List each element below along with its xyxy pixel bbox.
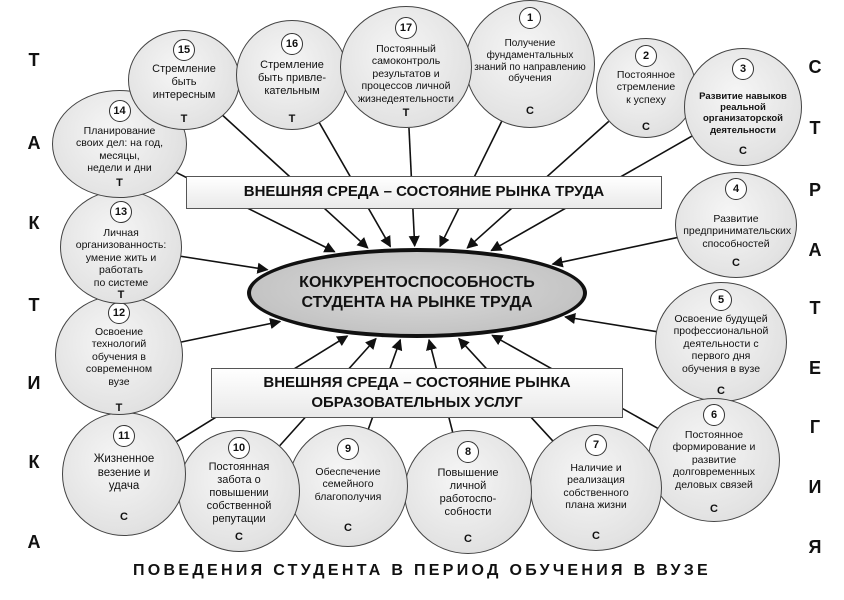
strategy-letter: Р [808, 180, 821, 200]
banner-education-market: ВНЕШНЯЯ СРЕДА – СОСТОЯНИЕ РЫНКА ОБРАЗОВА… [211, 368, 623, 418]
center-line2: СТУДЕНТА НА РЫНКЕ ТРУДА [301, 294, 533, 311]
influence-arrow [177, 254, 269, 274]
factor-number: 12 [108, 302, 130, 324]
center-line1: КОНКУРЕНТОСПОСОБНОСТЬ [299, 274, 535, 291]
factor-tag: Т [115, 402, 123, 414]
tactics-letter: К [28, 452, 40, 472]
tactics-letter: Т [28, 50, 40, 70]
influence-arrow [177, 318, 282, 344]
factor-number: 13 [110, 201, 132, 223]
factor-tag: Т [117, 289, 125, 301]
factor-tag: Т [288, 113, 296, 125]
factor-number: 3 [732, 58, 754, 80]
factor-number: 11 [113, 425, 135, 447]
banner-labor-market: ВНЕШНЯЯ СРЕДА – СОСТОЯНИЕ РЫНКА ТРУДА [186, 176, 662, 209]
factor-number: 16 [281, 33, 303, 55]
influence-arrow [564, 312, 662, 334]
strategy-letter: С [808, 57, 822, 77]
factor-number: 4 [725, 178, 747, 200]
banner-education-line2: ОБРАЗОВАТЕЛЬНЫХ УСЛУГ [311, 394, 523, 411]
factor-number: 14 [108, 100, 131, 122]
tactics-letter: К [28, 213, 40, 233]
factor-tag: С [526, 105, 534, 117]
factor-number: 17 [395, 17, 417, 39]
tactics-letter: Т [28, 295, 40, 315]
strategy-letter: Т [809, 298, 821, 318]
factor-tag: С [739, 145, 747, 157]
factor-tag: С [592, 530, 600, 542]
influence-arrow [551, 235, 685, 268]
banner-labor-market-text: ВНЕШНЯЯ СРЕДА – СОСТОЯНИЕ РЫНКА ТРУДА [243, 183, 605, 200]
factor-tag: С [717, 385, 725, 397]
factor-tag: С [120, 511, 128, 523]
factor-tag: С [642, 121, 650, 133]
factor-tag: С [732, 257, 740, 269]
strategy-letter: Е [808, 358, 821, 378]
factor-tag: С [235, 531, 243, 543]
factor-number: 6 [703, 404, 725, 426]
factor-number: 8 [457, 441, 479, 463]
strategy-letter: И [808, 477, 822, 497]
factor-tag: С [710, 503, 718, 515]
factor-number: 7 [585, 434, 607, 456]
banner-education-line1: ВНЕШНЯЯ СРЕДА – СОСТОЯНИЕ РЫНКА [263, 374, 571, 391]
factor-number: 10 [228, 437, 250, 459]
factor-number: 15 [173, 39, 195, 61]
strategy-letter: Г [809, 417, 821, 437]
factor-tag: С [464, 533, 472, 545]
factor-tag: Т [116, 177, 123, 189]
factor-number: 1 [519, 7, 541, 29]
factor-number: 9 [337, 438, 359, 460]
footer-caption: ПОВЕДЕНИЯ СТУДЕНТА В ПЕРИОД ОБУЧЕНИЯ В В… [132, 562, 712, 579]
factor-tag: Т [180, 113, 188, 125]
strategy-letter: Т [809, 118, 821, 138]
tactics-letter: А [27, 532, 41, 552]
factor-number: 2 [635, 45, 657, 67]
strategy-letter: Я [808, 537, 822, 557]
factor-number: 5 [710, 289, 732, 311]
factor-tag: Т [402, 107, 410, 119]
tactics-letter: А [27, 133, 41, 153]
central-competitiveness-ellipse: КОНКУРЕНТОСПОСОБНОСТЬ СТУДЕНТА НА РЫНКЕ … [247, 248, 587, 338]
strategy-letter: А [808, 240, 822, 260]
factor-tag: С [344, 522, 352, 534]
tactics-letter: И [27, 373, 41, 393]
